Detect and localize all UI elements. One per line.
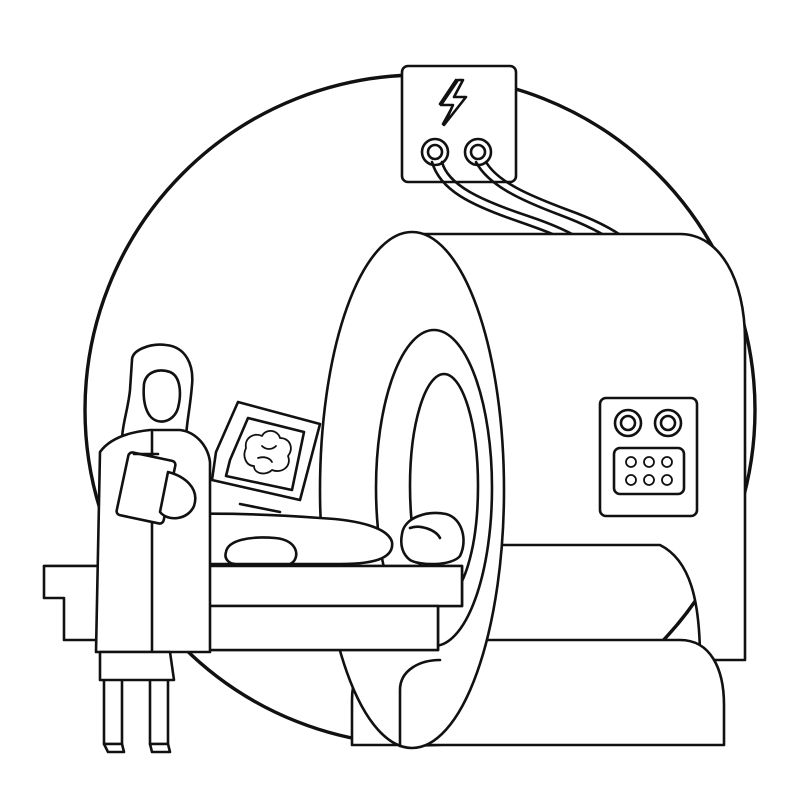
scan-monitor bbox=[210, 400, 322, 514]
patient-head bbox=[399, 511, 465, 566]
button-grid-icon bbox=[612, 446, 686, 496]
mri-machine bbox=[318, 230, 747, 750]
power-panel bbox=[400, 64, 518, 184]
doctor-leg-right bbox=[148, 670, 170, 746]
doctor bbox=[94, 343, 212, 754]
control-box bbox=[598, 396, 699, 518]
doctor-leg-left bbox=[102, 670, 124, 746]
doctor-face bbox=[142, 369, 182, 423]
brain-icon bbox=[243, 430, 292, 475]
